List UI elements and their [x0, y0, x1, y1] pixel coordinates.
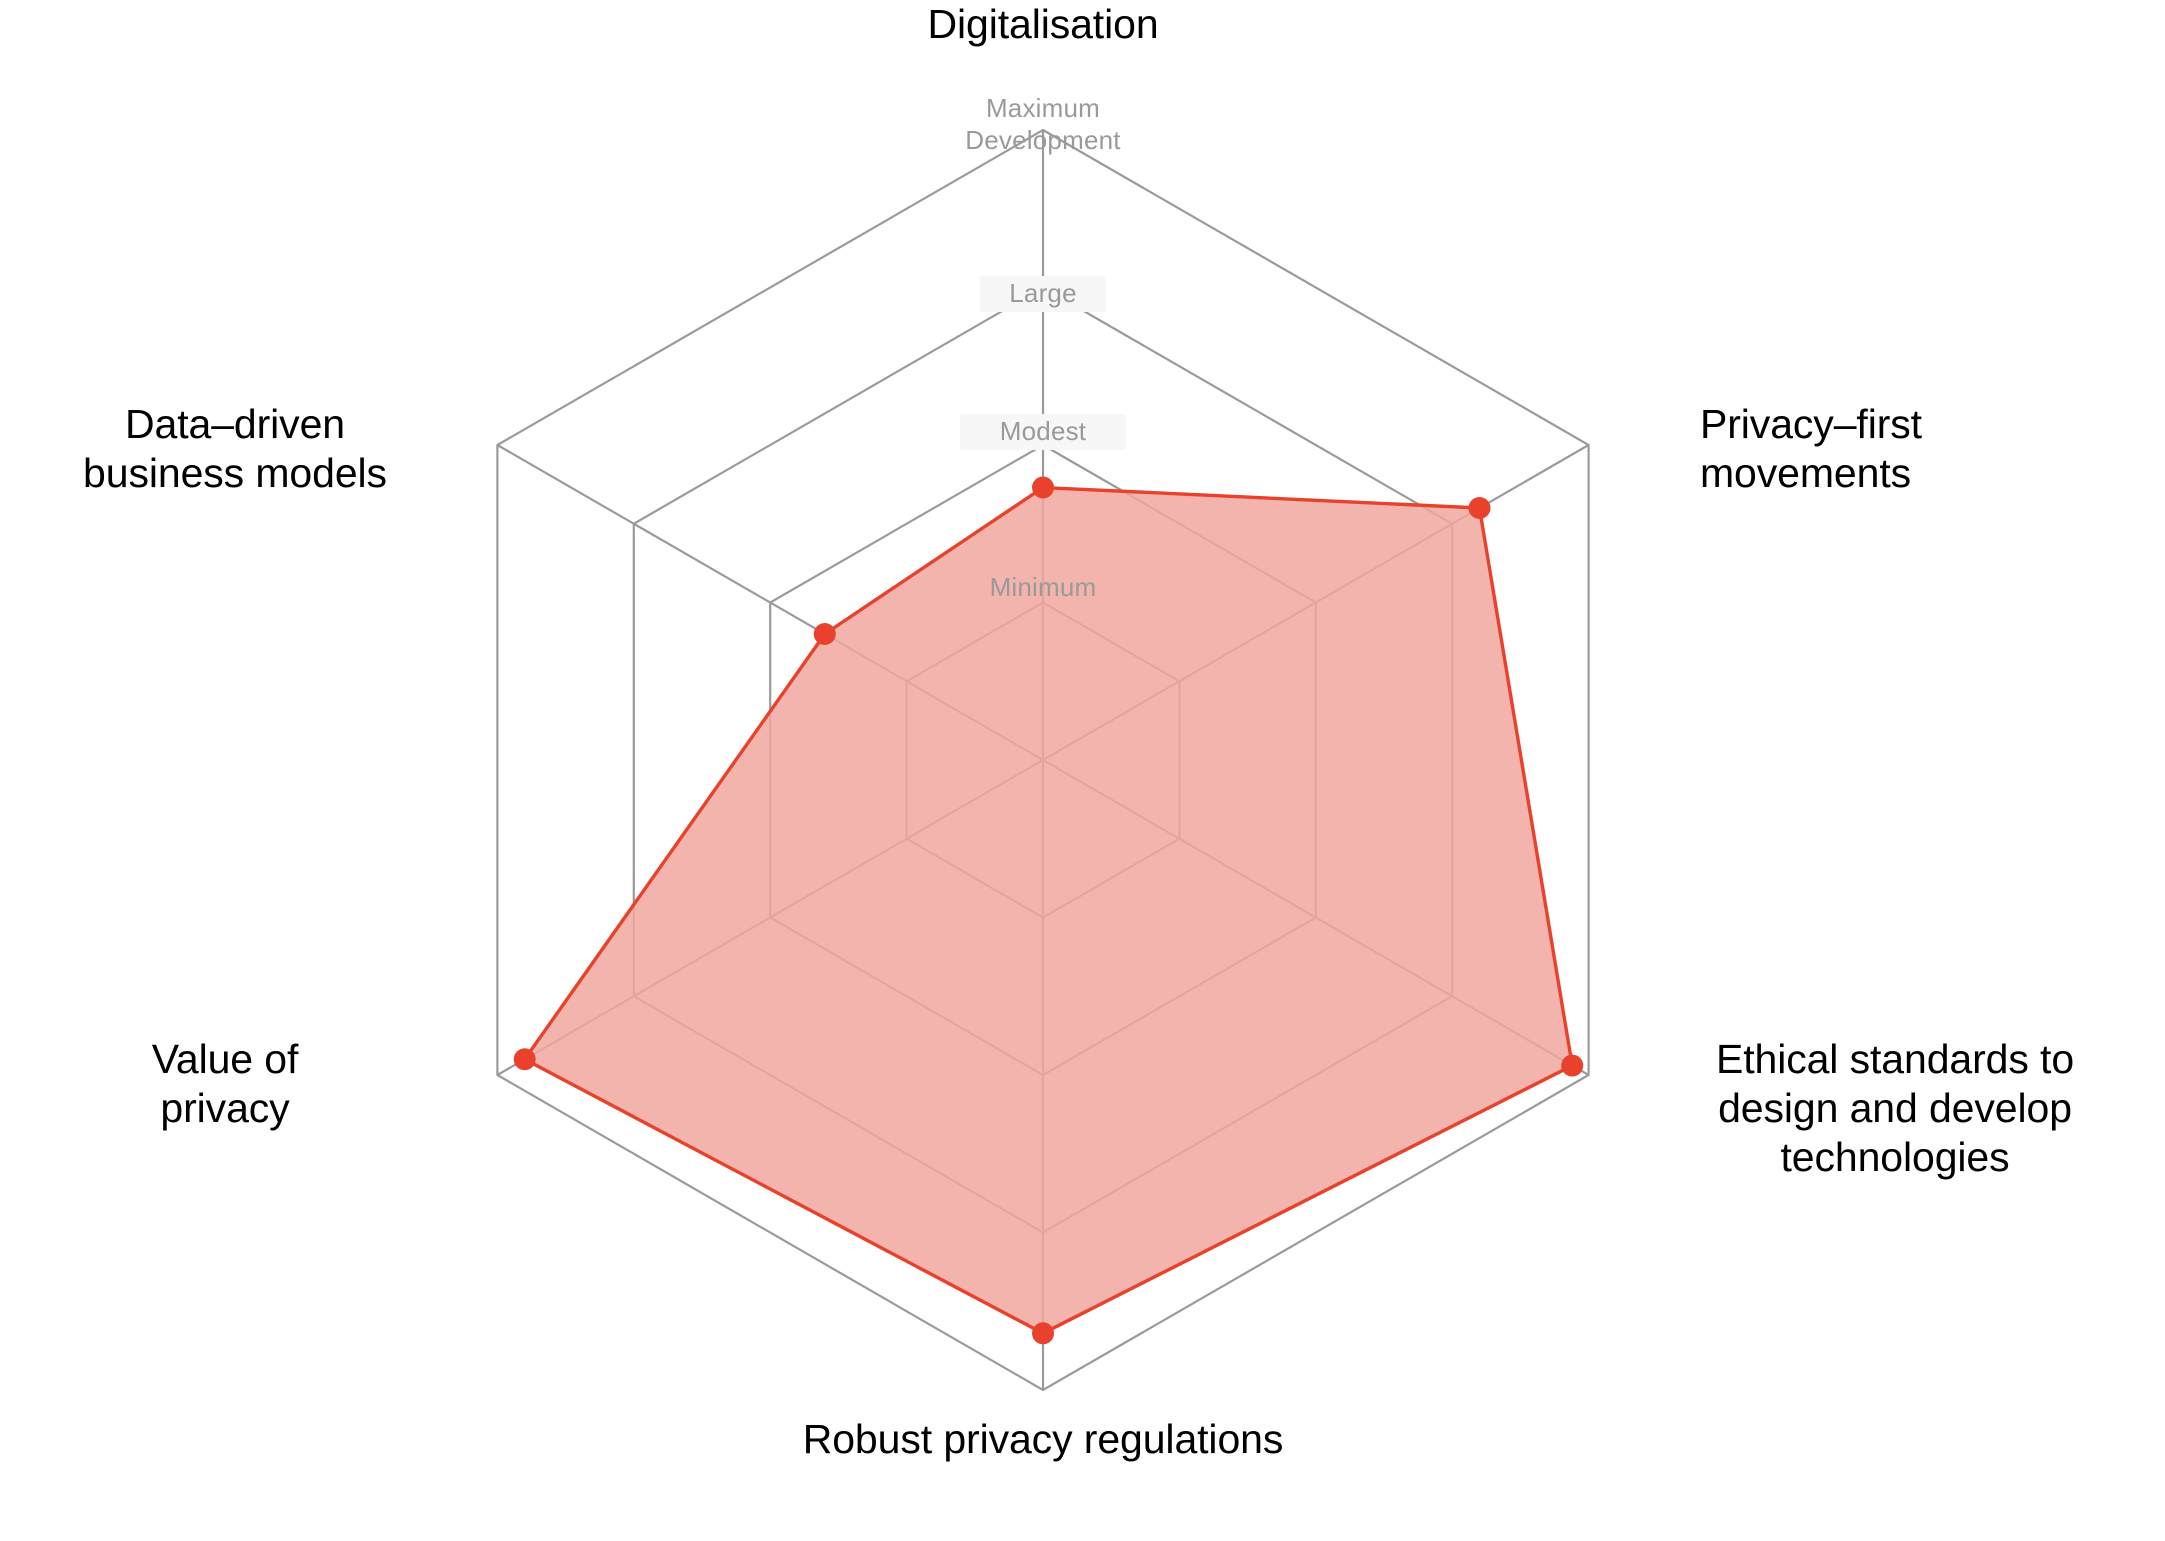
data-point-5 [813, 623, 836, 645]
axis-title-privacy-first-movements: Privacy–first movements [1700, 401, 1922, 497]
axis-title-robust-privacy-regulations: Robust privacy regulations [802, 1416, 1284, 1462]
series-data-points [513, 476, 1584, 1345]
tick-label-minimum: Minimum [989, 572, 1097, 602]
tick-label-maximum-development: Maximum Development [965, 93, 1121, 155]
series-area-fill [524, 487, 1573, 1334]
axis-title-ethical-standards: Ethical standards to design and develop … [1715, 1036, 2075, 1181]
axis-title-digitalisation: Digitalisation [927, 1, 1159, 47]
tick-label-large: Large [980, 276, 1106, 312]
data-point-3 [1032, 1322, 1054, 1345]
data-point-1 [1468, 497, 1491, 519]
tick-label-modest: Modest [960, 414, 1126, 450]
axis-title-value-of-privacy: Value of privacy [151, 1036, 299, 1132]
axis-title-data-driven-business-models: Data–driven business models [83, 401, 387, 497]
data-point-2 [1561, 1054, 1584, 1077]
data-point-0 [1032, 476, 1054, 499]
data-point-4 [513, 1048, 536, 1071]
